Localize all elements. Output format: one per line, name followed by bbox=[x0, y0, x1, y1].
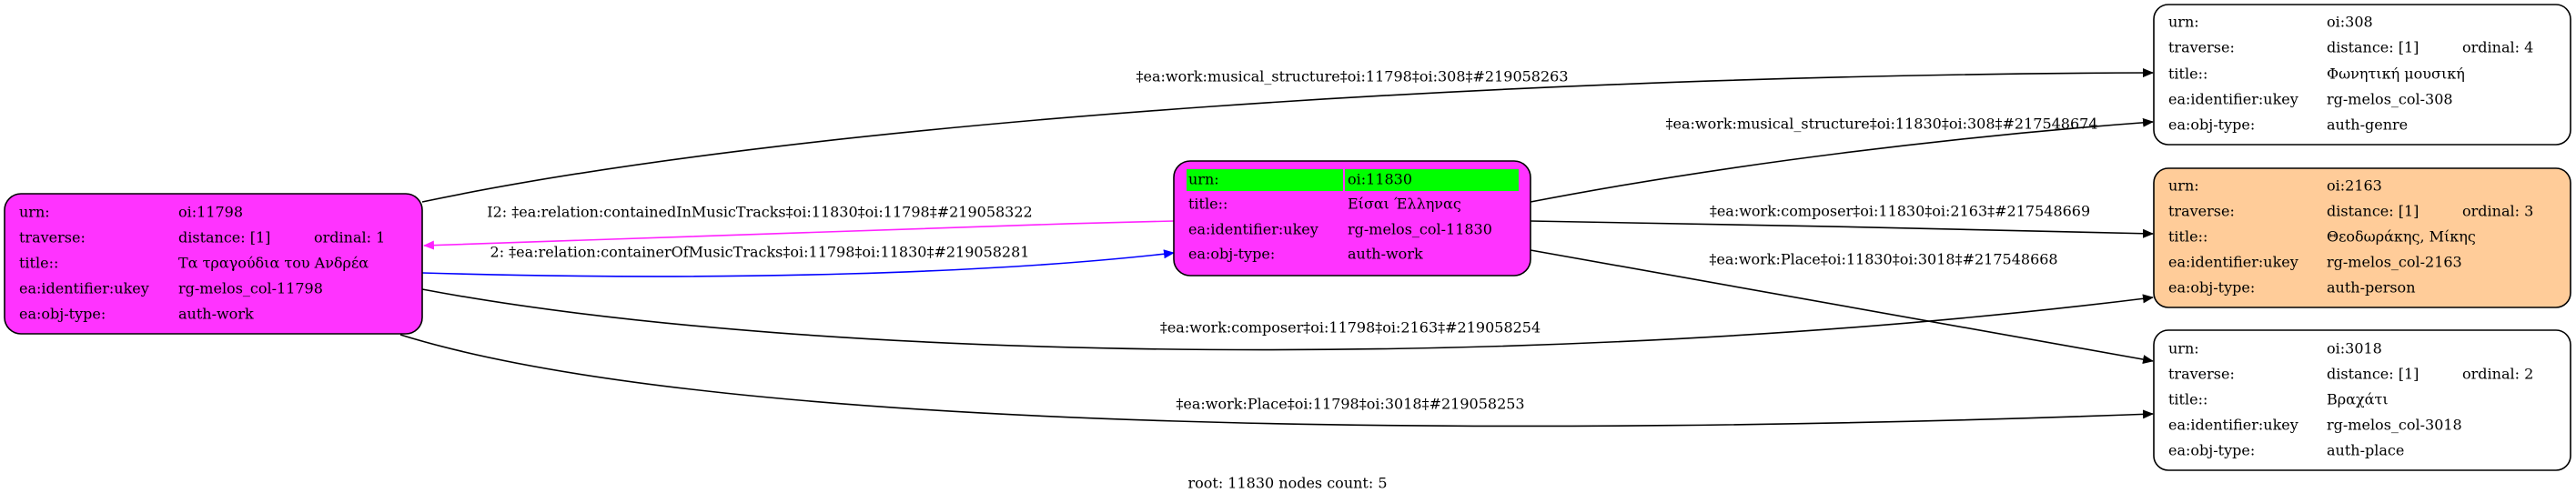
type-label: ea:obj-type: bbox=[2168, 279, 2255, 297]
distance-value: distance: [1] bbox=[2327, 203, 2419, 220]
ukey-value: rg-melos_col-308 bbox=[2327, 91, 2453, 108]
title-label: title:: bbox=[2168, 228, 2207, 246]
edge-label: ‡ea:work:musical_structure‡oi:11798‡oi:3… bbox=[1136, 68, 1568, 86]
type-value: auth-place bbox=[2327, 442, 2404, 459]
node-11830-root[interactable]: urn: oi:11830 title:: Είσαι Έλληνας ea:i… bbox=[1173, 160, 1531, 277]
urn-value: oi:3018 bbox=[2327, 340, 2382, 357]
title-value: Βραχάτι bbox=[2327, 391, 2389, 408]
ukey-label: ea:identifier:ukey bbox=[2168, 417, 2298, 434]
traverse-label: traverse: bbox=[19, 229, 86, 246]
type-label: ea:obj-type: bbox=[19, 306, 106, 323]
urn-value: oi:308 bbox=[2327, 14, 2373, 31]
ukey-label: ea:identifier:ukey bbox=[2168, 91, 2298, 108]
node-11798[interactable]: urn: oi:11798 traverse: distance: [1] or… bbox=[4, 193, 423, 335]
edge-label: ‡ea:work:composer‡oi:11798‡oi:2163‡#2190… bbox=[1160, 319, 1541, 337]
title-value: Τα τραγούδια του Ανδρέα bbox=[178, 255, 369, 272]
urn-value: oi:11830 bbox=[1348, 171, 1412, 188]
distance-value: distance: [1] bbox=[2327, 39, 2419, 56]
type-value: auth-genre bbox=[2327, 116, 2408, 134]
node-3018[interactable]: urn: oi:3018 traverse: distance: [1] ord… bbox=[2153, 329, 2571, 471]
edge-place-11830-3018: ‡ea:work:Place‡oi:11830‡oi:3018‡#2175486… bbox=[1530, 249, 2154, 364]
title-label: title:: bbox=[1188, 196, 1227, 213]
type-label: ea:obj-type: bbox=[2168, 116, 2255, 134]
title-value: Φωνητική μουσική bbox=[2327, 65, 2465, 83]
urn-value: oi:11798 bbox=[178, 204, 243, 221]
urn-label: urn: bbox=[1188, 171, 1219, 188]
edge-composer-11798-2163: ‡ea:work:composer‡oi:11798‡oi:2163‡#2190… bbox=[421, 288, 2154, 351]
type-value: auth-work bbox=[178, 306, 254, 323]
ordinal-value: ordinal: 3 bbox=[2462, 203, 2533, 220]
title-label: title:: bbox=[19, 255, 58, 272]
graph-footer: root: 11830 nodes count: 5 bbox=[1187, 475, 1387, 492]
urn-label: urn: bbox=[19, 204, 50, 221]
title-label: title:: bbox=[2168, 391, 2207, 408]
urn-label: urn: bbox=[2168, 177, 2199, 195]
edge-label: ‡ea:work:composer‡oi:11830‡oi:2163‡#2175… bbox=[1710, 203, 2090, 220]
ukey-label: ea:identifier:ukey bbox=[1188, 221, 1318, 238]
distance-value: distance: [1] bbox=[2327, 366, 2419, 383]
edge-place-11798-3018: ‡ea:work:Place‡oi:11798‡oi:3018‡#2190582… bbox=[399, 334, 2154, 428]
title-value: Θεοδωράκης, Μίκης bbox=[2327, 228, 2476, 246]
urn-label: urn: bbox=[2168, 340, 2199, 357]
edge-composer-11830-2163: ‡ea:work:composer‡oi:11830‡oi:2163‡#2175… bbox=[1530, 203, 2154, 238]
edge-musical-structure-11798-308: ‡ea:work:musical_structure‡oi:11798‡oi:3… bbox=[421, 68, 2154, 203]
distance-value: distance: [1] bbox=[178, 229, 270, 246]
edge-contained-in-11830-11798: I2: ‡ea:relation:containedInMusicTracks‡… bbox=[423, 204, 1175, 250]
traverse-label: traverse: bbox=[2168, 366, 2235, 383]
ordinal-value: ordinal: 4 bbox=[2462, 39, 2533, 56]
edge-label: I2: ‡ea:relation:containedInMusicTracks‡… bbox=[487, 204, 1032, 221]
ordinal-value: ordinal: 1 bbox=[314, 229, 385, 246]
edge-label: ‡ea:work:musical_structure‡oi:11830‡oi:3… bbox=[1665, 116, 2097, 133]
urn-value: oi:2163 bbox=[2327, 177, 2382, 195]
type-label: ea:obj-type: bbox=[2168, 442, 2255, 459]
ukey-label: ea:identifier:ukey bbox=[2168, 254, 2298, 271]
node-2163[interactable]: urn: oi:2163 traverse: distance: [1] ord… bbox=[2153, 167, 2571, 308]
title-label: title:: bbox=[2168, 65, 2207, 83]
ukey-value: rg-melos_col-3018 bbox=[2327, 417, 2462, 434]
ukey-value: rg-melos_col-11830 bbox=[1348, 221, 1492, 238]
traverse-label: traverse: bbox=[2168, 39, 2235, 56]
edge-label: 2: ‡ea:relation:containerOfMusicTracks‡o… bbox=[490, 244, 1030, 261]
root-highlight bbox=[1187, 169, 1343, 191]
type-label: ea:obj-type: bbox=[1188, 246, 1275, 263]
edge-label: ‡ea:work:Place‡oi:11830‡oi:3018‡#2175486… bbox=[1709, 251, 2057, 268]
ukey-label: ea:identifier:ukey bbox=[19, 280, 149, 297]
edge-container-of-11798-11830: 2: ‡ea:relation:containerOfMusicTracks‡o… bbox=[421, 244, 1175, 277]
ukey-value: rg-melos_col-2163 bbox=[2327, 254, 2462, 271]
edge-musical-structure-11830-308: ‡ea:work:musical_structure‡oi:11830‡oi:3… bbox=[1530, 116, 2154, 203]
ukey-value: rg-melos_col-11798 bbox=[178, 280, 323, 297]
traverse-label: traverse: bbox=[2168, 203, 2235, 220]
node-308[interactable]: urn: oi:308 traverse: distance: [1] ordi… bbox=[2153, 4, 2571, 146]
type-value: auth-person bbox=[2327, 279, 2416, 297]
root-highlight bbox=[1345, 169, 1519, 191]
type-value: auth-work bbox=[1348, 246, 1423, 263]
title-value: Είσαι Έλληνας bbox=[1348, 196, 1461, 213]
ordinal-value: ordinal: 2 bbox=[2462, 366, 2533, 383]
edge-label: ‡ea:work:Place‡oi:11798‡oi:3018‡#2190582… bbox=[1176, 396, 1524, 413]
urn-label: urn: bbox=[2168, 14, 2199, 31]
